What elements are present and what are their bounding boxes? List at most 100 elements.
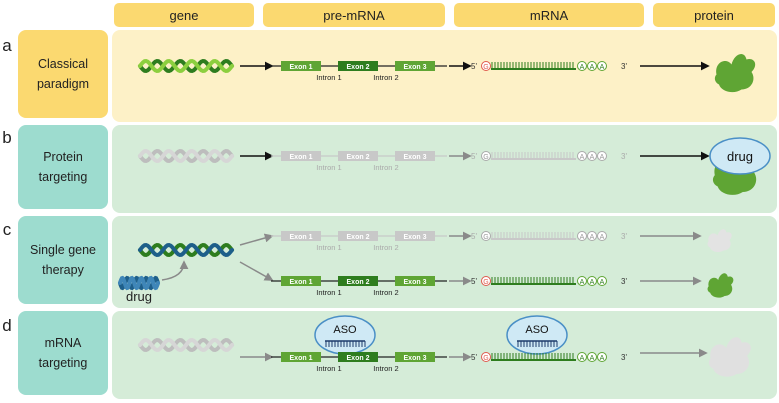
cap-label: G	[483, 355, 488, 362]
row-label-a-line-1: Classical	[37, 57, 88, 71]
intron-1-label: Intron 1	[316, 243, 341, 252]
row-letter-b: b	[2, 128, 12, 147]
row-label-a: Classical paradigm	[18, 30, 108, 118]
exon-1-label: Exon 1	[290, 234, 313, 241]
exon-3-label: Exon 3	[404, 64, 427, 71]
polya-label: A	[580, 234, 585, 241]
gene-dna-a	[138, 58, 234, 74]
row-label-c-line-1: Single gene	[29, 243, 97, 257]
row-label-d-line-1: mRNA	[44, 336, 82, 350]
row-c-background	[112, 216, 777, 308]
three-prime-label: 3'	[621, 353, 627, 362]
intron-1-label: Intron 1	[316, 364, 341, 373]
polya-circle	[577, 352, 587, 362]
polya-label: A	[590, 234, 595, 241]
row-label-d-line-2: targeting	[38, 356, 88, 370]
intron-1-label: Intron 1	[316, 288, 341, 297]
cap-label: G	[483, 279, 488, 286]
row-label-b-line-1: Protein	[43, 150, 83, 164]
three-prime-label: 3'	[621, 62, 627, 71]
three-prime-label: 3'	[621, 232, 627, 241]
exon-1-label: Exon 1	[290, 279, 313, 286]
polya-circle	[577, 61, 587, 71]
drug-helix-c	[118, 275, 160, 291]
arrow-drug-insert-c	[161, 260, 189, 281]
exon-2-label: Exon 2	[347, 64, 370, 71]
exon-1	[281, 151, 321, 161]
column-header-mrna: mRNA	[454, 3, 644, 27]
intron-2-label: Intron 2	[373, 364, 398, 373]
exon-2-label: Exon 2	[347, 279, 370, 286]
row-b-background	[112, 125, 777, 213]
polya-circle	[587, 352, 597, 362]
protein-c-grey	[707, 229, 732, 253]
arrow-gene-to-pre-mrna-c-top	[239, 233, 274, 246]
polya-circle	[597, 151, 607, 161]
exon-1-label: Exon 1	[290, 355, 313, 362]
cap-label: G	[483, 64, 488, 71]
cap-circle	[481, 231, 491, 241]
gene-dna-d	[138, 337, 234, 353]
aso-label: ASO	[333, 324, 357, 336]
polya-label: A	[600, 355, 605, 362]
protein-a	[714, 54, 756, 93]
polya-label: A	[600, 234, 605, 241]
exon-3	[395, 151, 435, 161]
exon-2	[338, 151, 378, 161]
polya-label: A	[600, 154, 605, 161]
exon-3-label: Exon 3	[404, 154, 427, 161]
row-letter-a: a	[2, 36, 12, 55]
exon-1	[281, 231, 321, 241]
aso-pre-mrna-d: ASO	[314, 315, 376, 355]
intron-2-label: Intron 2	[373, 163, 398, 172]
column-header-protein: protein	[653, 3, 775, 27]
polya-circle	[597, 352, 607, 362]
exon-3	[395, 231, 435, 241]
polya-circle	[577, 151, 587, 161]
cap-circle	[481, 352, 491, 362]
exon-3	[395, 352, 435, 362]
exon-3	[395, 276, 435, 286]
intron-2-label: Intron 2	[373, 73, 398, 82]
polya-circle	[597, 231, 607, 241]
polya-circle	[577, 276, 587, 286]
polya-label: A	[590, 355, 595, 362]
polya-circle	[597, 276, 607, 286]
polya-label: A	[580, 64, 585, 71]
exon-1	[281, 61, 321, 71]
row-label-a-line-2: paradigm	[36, 77, 90, 91]
five-prime-label: 5'	[471, 62, 477, 71]
polya-circle	[587, 231, 597, 241]
cap-circle	[481, 276, 491, 286]
gene-dna-c	[138, 242, 234, 258]
row-letter-d: d	[2, 316, 12, 335]
gene-dna-b	[138, 148, 234, 164]
intron-1-label: Intron 1	[316, 73, 341, 82]
exon-1-label: Exon 1	[290, 154, 313, 161]
row-letter-c: c	[2, 220, 12, 239]
polya-circle	[587, 151, 597, 161]
exon-2-label: Exon 2	[347, 234, 370, 241]
row-a-background	[112, 30, 777, 122]
aso-mrna-d: ASO	[506, 315, 568, 355]
five-prime-label: 5'	[471, 232, 477, 241]
drug-label-b: drug	[727, 149, 753, 164]
intron-1-label: Intron 1	[316, 163, 341, 172]
exon-1	[281, 276, 321, 286]
exon-1	[281, 352, 321, 362]
exon-2-label: Exon 2	[347, 355, 370, 362]
polya-circle	[597, 61, 607, 71]
intron-2-label: Intron 2	[373, 288, 398, 297]
exon-3	[395, 61, 435, 71]
exon-2	[338, 276, 378, 286]
five-prime-label: 5'	[471, 277, 477, 286]
polya-label: A	[600, 279, 605, 286]
